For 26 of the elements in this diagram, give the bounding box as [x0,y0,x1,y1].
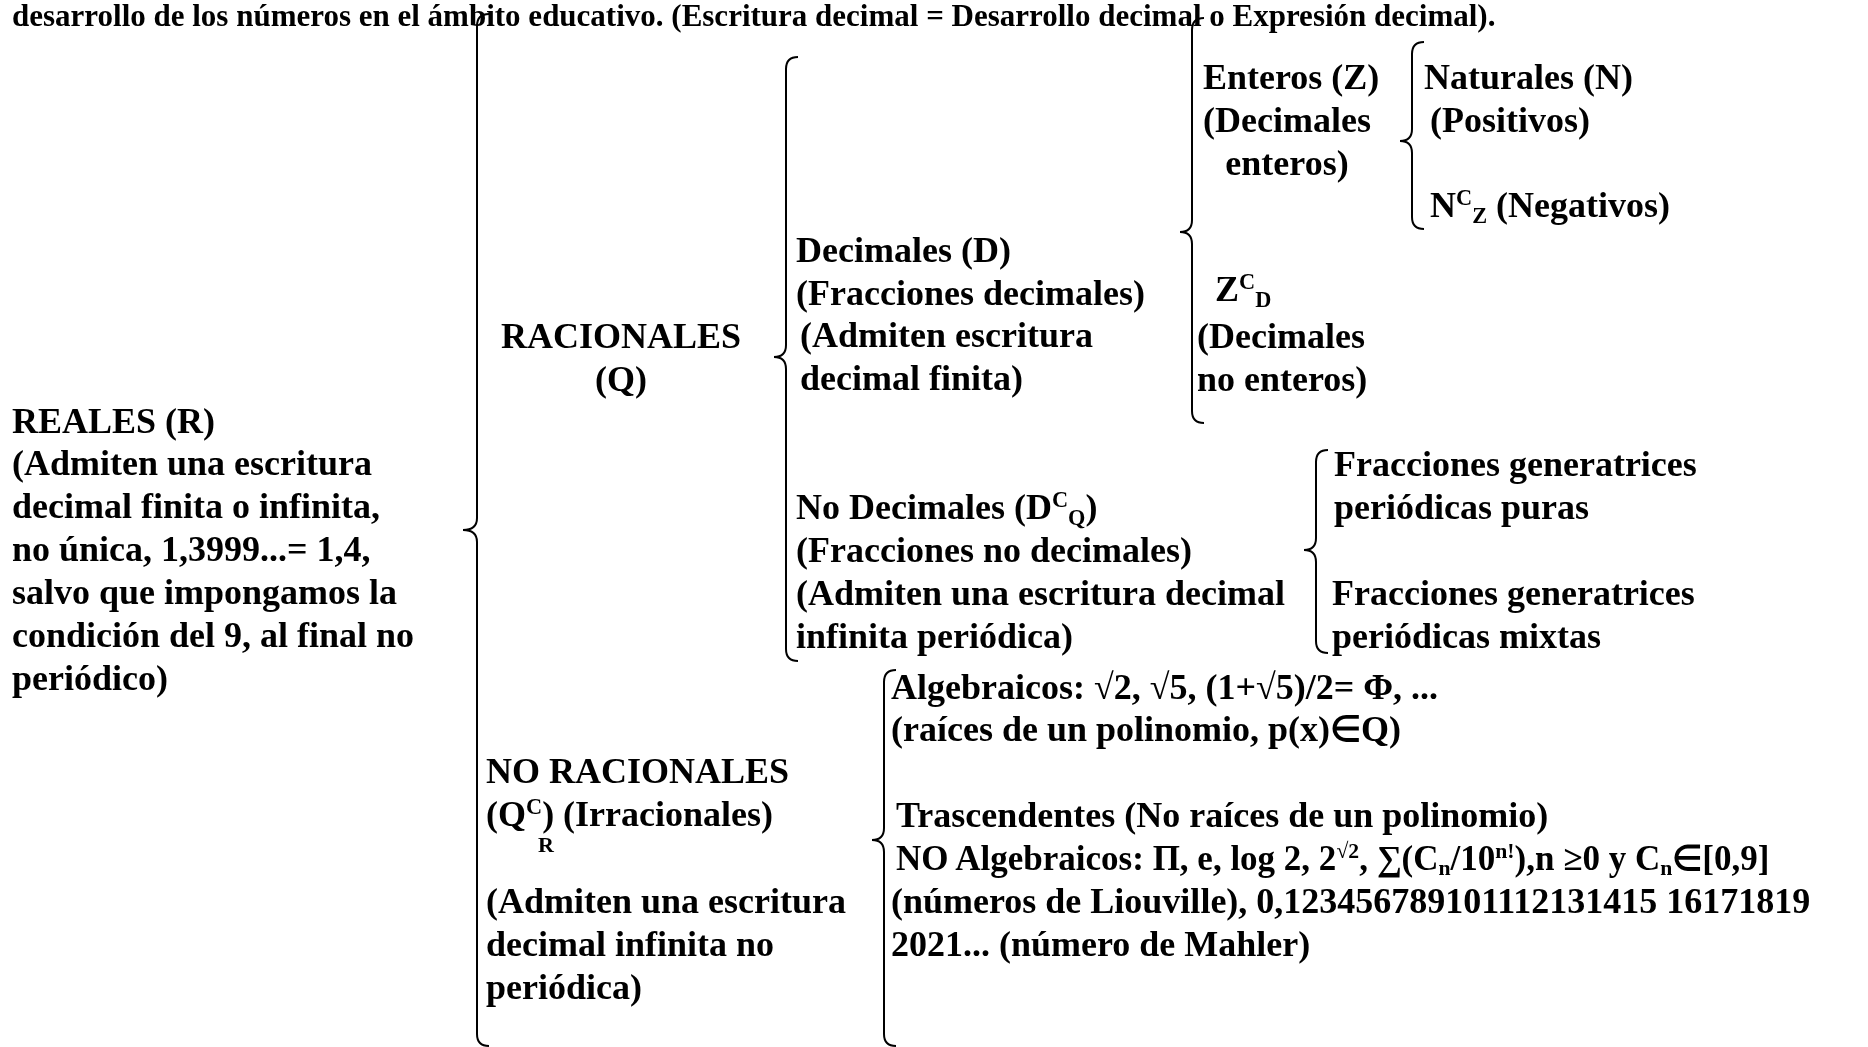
description-text: (Admiten una escritura decimal infinita periódica) [796,572,1286,658]
description-text: (Admiten una escritura decimal infinita no periódica) [486,880,847,1009]
description-text: (Admiten escritura decimal finita) [800,314,1094,400]
category-label: Algebraicos: √2, √5, (1+√5)/2= Φ, ... [891,666,1439,709]
category-label: Enteros (Z) [1203,56,1380,99]
description-text: (Admiten una escritura decimal finita o infinita, no única, 1,3999...= 1,4, salvo que impongamos la condición del 9, al final no periódico) [12,442,416,700]
category-label: Fracciones generatrices periódicas mixtas [1332,572,1696,658]
description-text: (raíces de un polinomio, p(x)∈Q) [891,708,1401,751]
description-text: (Decimales no enteros) [1197,315,1369,401]
category-label: Decimales (D) [796,229,1011,272]
category-label: Naturales (N) [1424,56,1633,99]
category-label: REALES (R) [12,400,216,443]
category-label: NO RACIONALES [486,750,790,793]
example-text: (números de Liouville), 0,123456789101112131415 16171819 2021... (número de Mahler) [891,880,1812,966]
description-text: (Decimales enteros) [1202,99,1372,185]
category-label: RACIONALES (Q) [499,315,742,401]
description-text: (Fracciones decimales) [796,272,1145,315]
category-label: N$^{C}$$_{Z}$ (Negativos) [1430,184,1670,227]
description-text: (Positivos) [1430,99,1590,142]
heading-text: desarrollo de los números en el ámbito educativo. (Escritura decimal = Desarrollo decimal o Expresión decimal). [12,0,1496,35]
category-label: No Decimales (D$^{C}$$_{Q}$) [796,486,1098,529]
description-text: (Fracciones no decimales) [796,529,1192,572]
category-label: (Q$^{C}$) (Irracionales) [486,793,774,836]
category-label: Trascendentes (No raíces de un polinomio) [896,794,1549,837]
category-label: Fracciones generatrices periódicas puras [1334,443,1698,529]
example-text: NO Algebraicos: Π, e, log 2, 2$^{√2}$, ∑(C$_{n}$/10$^{n!}$),n ≥0 y C$_{n}$∈[0,9] [896,838,1770,880]
